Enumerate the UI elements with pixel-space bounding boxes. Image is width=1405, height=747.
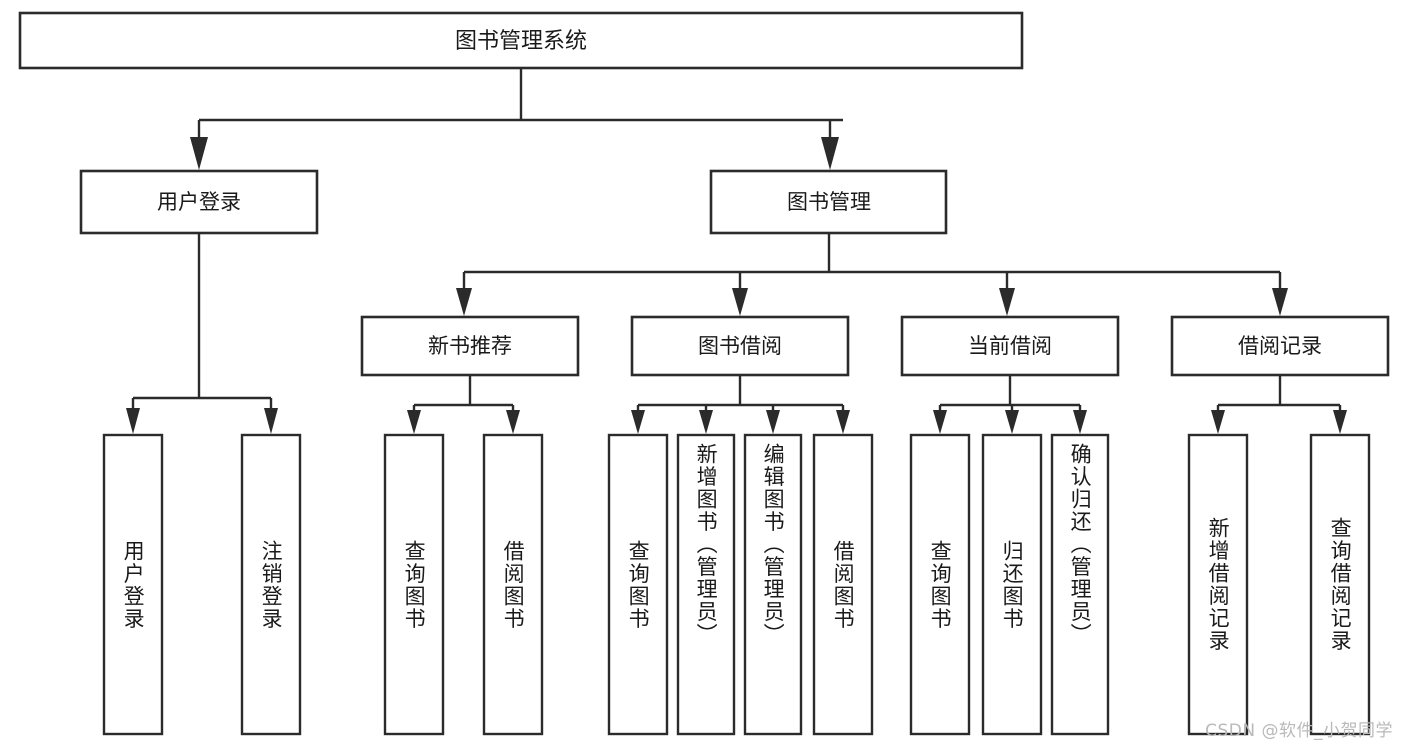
node-book-borrow[interactable]: 图书借阅 bbox=[630, 315, 850, 377]
arrow-head-leaf-rec-query-book bbox=[407, 410, 421, 434]
connector-group-current-borrow bbox=[933, 375, 1087, 434]
node-book-manage[interactable]: 图书管理 bbox=[709, 169, 948, 235]
node-current-borrow-label: 当前借阅 bbox=[968, 334, 1052, 358]
arrow-head-leaf-borrow-edit-book bbox=[766, 410, 780, 434]
leaf-box-rec-add-record[interactable] bbox=[1187, 433, 1249, 736]
node-book-borrow-label: 图书借阅 bbox=[698, 334, 782, 358]
arrow-head-leaf-cur-query-book bbox=[933, 410, 947, 434]
leaf-box-borrow-query-book[interactable] bbox=[607, 433, 669, 736]
csdn-watermark: CSDN @软件_小贺同学 bbox=[1205, 721, 1393, 741]
arrow-head-new-book-recommend bbox=[456, 288, 472, 316]
node-borrow-record-label: 借阅记录 bbox=[1238, 334, 1322, 358]
leaf-box-cur-return-book[interactable] bbox=[981, 433, 1043, 736]
node-borrow-record-box[interactable] bbox=[1170, 315, 1390, 377]
node-new-book-recommend-label: 新书推荐 bbox=[428, 334, 512, 358]
connector-group-book-borrow bbox=[631, 375, 850, 434]
node-borrow-record[interactable]: 借阅记录 bbox=[1170, 315, 1390, 377]
arrow-head-leaf-borrow-lend-book bbox=[836, 410, 850, 434]
connector-group-user-login bbox=[126, 233, 278, 434]
connector-group-new-book-recommend bbox=[407, 375, 520, 434]
leaf-box-cur-query-book[interactable] bbox=[909, 433, 971, 736]
connector-group-borrow-record bbox=[1211, 375, 1347, 434]
leaf-box-user-logout[interactable] bbox=[240, 433, 302, 736]
leaf-box-user-login[interactable] bbox=[102, 433, 164, 736]
arrow-head-leaf-rec-add-record bbox=[1211, 410, 1225, 434]
leaf-boxes bbox=[102, 433, 1371, 736]
connector-group-book-manage bbox=[456, 233, 1288, 316]
arrow-head-leaf-rec-borrow-book bbox=[506, 410, 520, 434]
node-root-box[interactable] bbox=[18, 11, 1024, 70]
node-user-login-box[interactable] bbox=[79, 169, 319, 235]
node-book-manage-box[interactable] bbox=[709, 169, 948, 235]
arrow-head-leaf-borrow-query-book bbox=[631, 410, 645, 434]
node-current-borrow[interactable]: 当前借阅 bbox=[900, 315, 1120, 377]
leaf-box-cur-confirm-return[interactable] bbox=[1050, 433, 1110, 736]
arrow-head-current-borrow bbox=[999, 288, 1015, 316]
node-book-borrow-box[interactable] bbox=[630, 315, 850, 377]
arrow-head-leaf-borrow-add-book bbox=[699, 410, 713, 434]
node-root[interactable]: 图书管理系统 bbox=[18, 11, 1024, 70]
arrow-head-leaf-cur-return-book bbox=[1005, 410, 1019, 434]
leaf-box-rec-query-record[interactable] bbox=[1309, 433, 1371, 736]
arrow-head-leaf-cur-confirm-return bbox=[1073, 410, 1087, 434]
arrow-head-borrow-record bbox=[1272, 288, 1288, 316]
node-user-login-label: 用户登录 bbox=[157, 190, 241, 214]
node-user-login[interactable]: 用户登录 bbox=[79, 169, 319, 235]
node-root-label: 图书管理系统 bbox=[455, 29, 587, 54]
node-new-book-recommend-box[interactable] bbox=[360, 315, 580, 377]
leaf-box-borrow-add-book[interactable] bbox=[676, 433, 736, 736]
arrow-head-leaf-user-login bbox=[126, 408, 140, 434]
arrow-head-book-borrow bbox=[732, 288, 748, 316]
node-book-manage-label: 图书管理 bbox=[787, 190, 871, 214]
connector-group-root bbox=[190, 68, 843, 170]
leaf-box-rec-borrow-book[interactable] bbox=[482, 433, 544, 736]
node-new-book-recommend[interactable]: 新书推荐 bbox=[360, 315, 580, 377]
arrow-head-book-manage bbox=[821, 137, 839, 170]
arrow-head-user-login bbox=[190, 137, 208, 170]
leaf-box-borrow-lend-book[interactable] bbox=[812, 433, 874, 736]
arrow-head-leaf-rec-query-record bbox=[1333, 410, 1347, 434]
arrow-head-leaf-user-logout bbox=[264, 408, 278, 434]
leaf-box-rec-query-book[interactable] bbox=[383, 433, 445, 736]
leaf-box-borrow-edit-book[interactable] bbox=[743, 433, 803, 736]
node-current-borrow-box[interactable] bbox=[900, 315, 1120, 377]
